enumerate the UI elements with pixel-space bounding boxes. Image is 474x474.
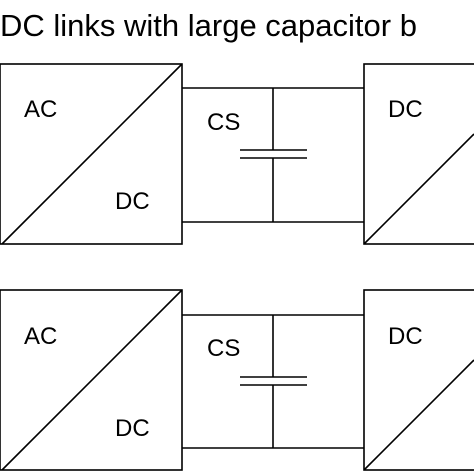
diagram-title: DC links with large capacitor b	[0, 8, 417, 43]
ac-dc-converter-block	[0, 63, 183, 245]
ac-label: AC	[24, 96, 57, 123]
converter-diagonal	[1, 63, 183, 245]
dc-converter-block	[363, 289, 474, 471]
dc-converter-block	[363, 63, 474, 245]
dc-label: DC	[388, 96, 423, 123]
dc-label: DC	[388, 323, 423, 350]
capacitor-label: CS	[207, 335, 240, 362]
ac-label: AC	[24, 323, 57, 350]
converter-diagonal	[1, 289, 183, 471]
converter-row-2: AC DC CS DC	[0, 289, 474, 471]
ac-dc-converter-block	[0, 289, 183, 471]
converter-row-1: AC DC CS DC	[0, 63, 474, 245]
capacitor-label: CS	[207, 109, 240, 136]
converter-diagonal	[363, 133, 474, 245]
converter-diagonal	[363, 359, 474, 471]
dc-label: DC	[115, 415, 150, 442]
dc-label: DC	[115, 188, 150, 215]
